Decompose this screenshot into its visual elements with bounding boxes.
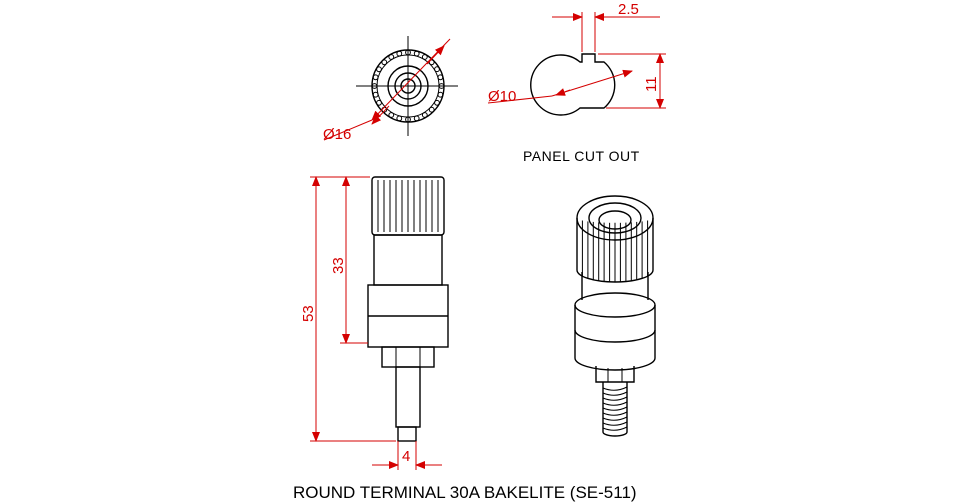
panel-cutout-view: 2.5 11 Ø10 PANEL CUT OUT (487, 1, 666, 164)
iso-thread (602, 386, 628, 431)
stud-width-label: 4 (402, 448, 410, 465)
top-view: Ø16 (323, 36, 458, 143)
top-diameter-label: Ø16 (323, 126, 351, 143)
cutout-flat-label: 11 (643, 76, 660, 92)
side-elevation: 53 33 4 (300, 176, 449, 470)
panel-cutout-title: PANEL CUT OUT (523, 148, 640, 164)
cutout-diameter-label: Ø10 (488, 88, 516, 105)
drawing-title: ROUND TERMINAL 30A BAKELITE (SE-511) (293, 483, 637, 502)
height-head-label: 33 (330, 257, 347, 274)
cap-ribs (377, 180, 439, 232)
cutout-key-label: 2.5 (618, 1, 639, 18)
height-total-label: 53 (300, 305, 317, 322)
iso-cap-ribs (581, 220, 649, 282)
isometric-view (574, 195, 656, 437)
